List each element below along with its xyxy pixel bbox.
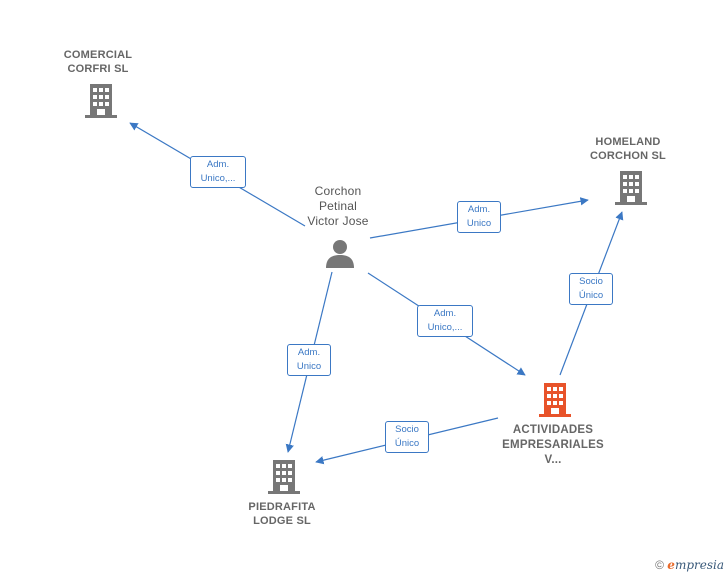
- node-label-homeland-corchon[interactable]: HOMELAND CORCHON SL: [590, 136, 666, 162]
- node-label-comercial-corfri[interactable]: COMERCIAL CORFRI SL: [63, 49, 133, 75]
- building-icon[interactable]: [268, 460, 300, 494]
- node-label-piedrafita-lodge[interactable]: PIEDRAFITA LODGE SL: [248, 501, 316, 527]
- edge-label[interactable]: Adm. Unico: [457, 201, 501, 233]
- node-label-person[interactable]: Corchon Petinal Victor Jose: [307, 184, 369, 228]
- building-icon[interactable]: [539, 383, 571, 417]
- copyright-symbol: ©: [655, 558, 664, 572]
- empresia-logo: empresia: [667, 558, 724, 572]
- edge-label[interactable]: Adm. Unico,...: [190, 156, 246, 188]
- edge-label[interactable]: Socio Único: [569, 273, 613, 305]
- edge-label[interactable]: Socio Único: [385, 421, 429, 453]
- building-icon[interactable]: [615, 171, 647, 205]
- footer-brand: © empresia: [655, 558, 724, 572]
- edge-label[interactable]: Adm. Unico: [287, 344, 331, 376]
- node-label-actividades[interactable]: ACTIVIDADES EMPRESARIALES V...: [502, 424, 604, 466]
- building-icon[interactable]: [85, 84, 117, 118]
- person-icon[interactable]: [325, 239, 355, 268]
- edge-label[interactable]: Adm. Unico,...: [417, 305, 473, 337]
